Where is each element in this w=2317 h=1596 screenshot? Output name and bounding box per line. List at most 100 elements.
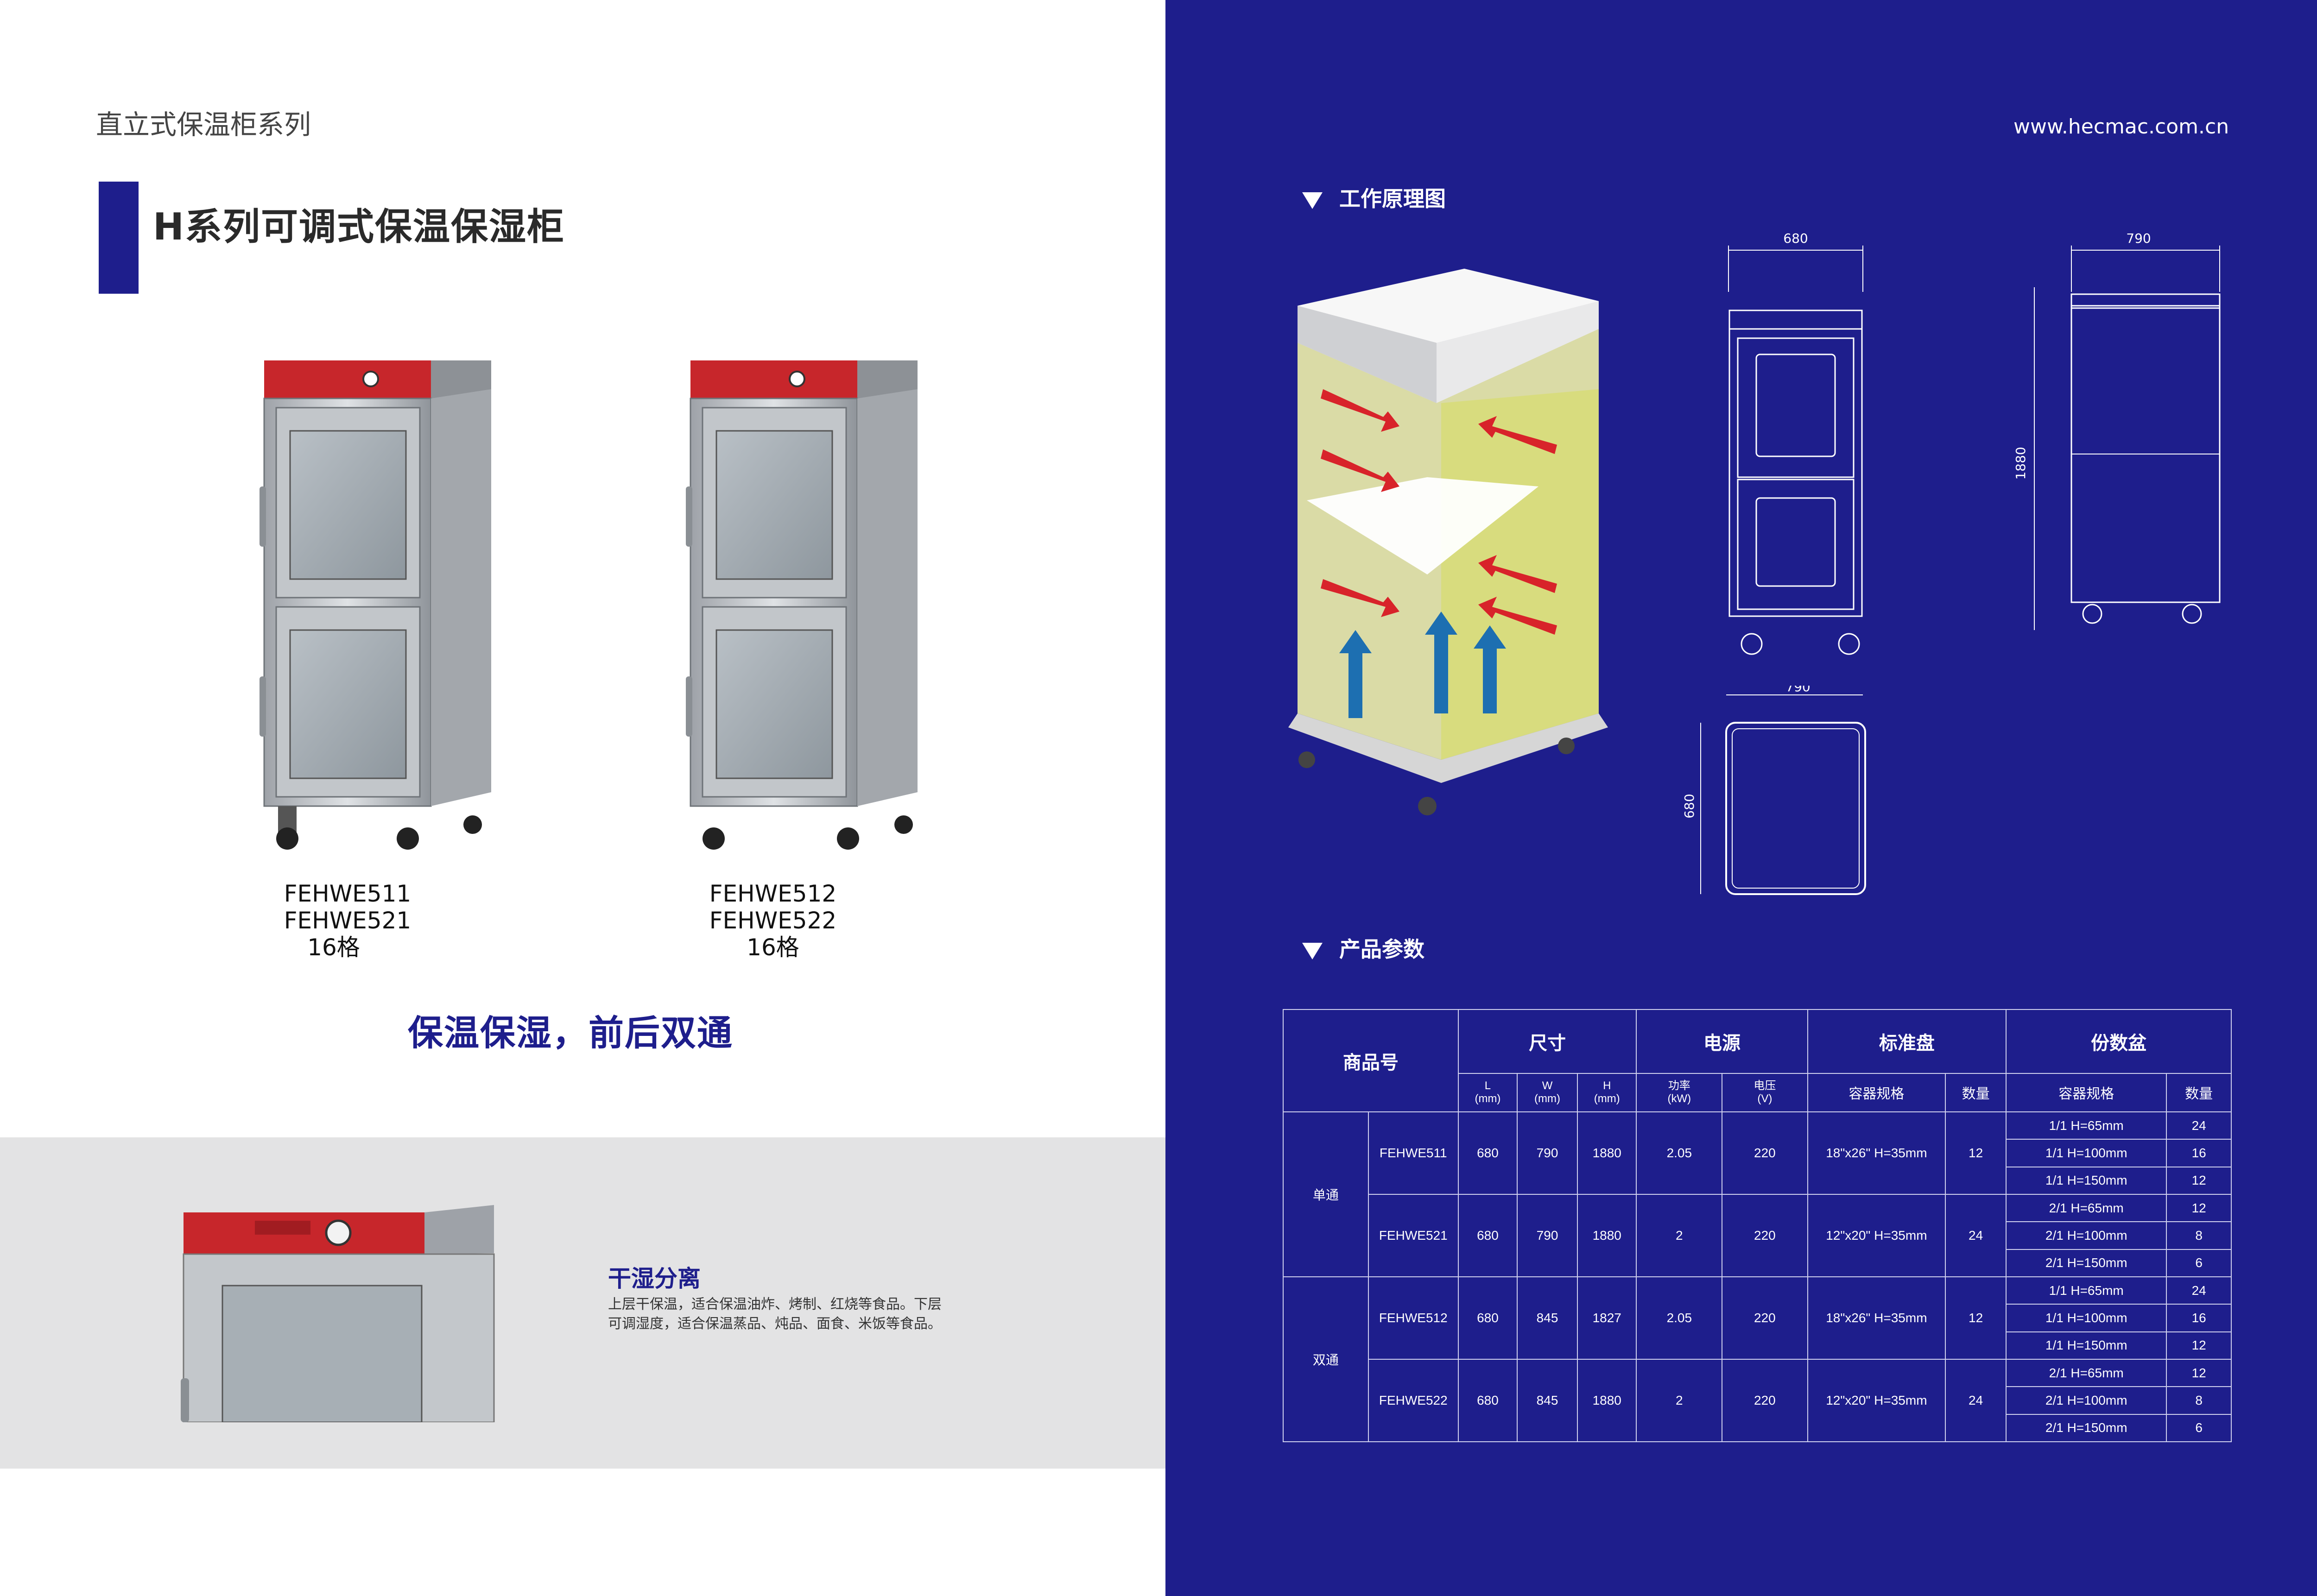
table-row: FEHWE521 680 790 1880 2 220 12"x20" H=35…	[1283, 1194, 2232, 1278]
dim-top-depth: 680	[1682, 794, 1697, 818]
cell-portion-spec: 2/1 H=100mm	[2006, 1386, 2167, 1415]
cell-L: 680	[1457, 1358, 1518, 1443]
col-unit: (mm)	[1594, 1092, 1620, 1105]
group-single: 单通	[1283, 1111, 1369, 1278]
cell-portion-qty: 6	[2166, 1413, 2232, 1443]
cell-L: 680	[1457, 1276, 1518, 1360]
cell-portion-spec: 1/1 H=100mm	[2006, 1139, 2167, 1167]
table-row: 单通 FEHWE511 680 790 1880 2.05 220 18"x26…	[1283, 1111, 2232, 1278]
series-heading: 直立式保温柜系列	[96, 109, 311, 140]
product-model-1: FEHWE511 FEHWE521 16格	[278, 880, 417, 961]
col-label: H	[1603, 1079, 1611, 1092]
cell-H: 1880	[1577, 1194, 1637, 1278]
cell-portion-qty: 24	[2166, 1111, 2232, 1140]
cell-L: 680	[1457, 1194, 1518, 1278]
cell-H: 1880	[1577, 1358, 1637, 1443]
table-row: 2/1 H=150mm 6	[1283, 1249, 2232, 1278]
cell-portion-qty: 12	[2166, 1166, 2232, 1195]
section-working-principle: 工作原理图	[1302, 182, 1446, 213]
model-code: FEHWE511	[284, 880, 411, 907]
cell-portion-spec: 2/1 H=100mm	[2006, 1221, 2167, 1250]
header-W: W(mm)	[1517, 1072, 1578, 1113]
col-label: W	[1542, 1079, 1553, 1092]
dim-front-width: 680	[1783, 232, 1808, 246]
header-standard-pan: 标准盘	[1807, 1009, 2007, 1074]
cell-H: 1880	[1577, 1111, 1637, 1195]
cell-kw: 2.05	[1636, 1111, 1723, 1195]
cell-W: 845	[1517, 1358, 1578, 1443]
cell-W: 790	[1517, 1194, 1578, 1278]
page-title: H系列可调式保温保湿柜	[153, 205, 565, 248]
triangle-icon	[1302, 192, 1323, 209]
title-accent-bar	[99, 182, 139, 294]
model-code: FEHWE522	[709, 907, 837, 934]
cell-portion-spec: 1/1 H=100mm	[2006, 1304, 2167, 1332]
cell-pan: 12"x20" H=35mm	[1807, 1358, 1946, 1443]
cell-portion-qty: 24	[2166, 1276, 2232, 1305]
feature-title: 干湿分离	[608, 1265, 701, 1292]
dim-side-width: 790	[2126, 232, 2151, 246]
table-row: 1/1 H=100mm 16	[1283, 1304, 2232, 1332]
slogan: 保温保湿，前后双通	[408, 1012, 733, 1053]
cell-model: FEHWE521	[1367, 1194, 1459, 1278]
cabinet-image-1	[260, 360, 491, 850]
section-title: 产品参数	[1339, 937, 1424, 962]
cell-model: FEHWE511	[1367, 1111, 1459, 1195]
triangle-icon	[1302, 942, 1323, 959]
spec-table: 商品号 尺寸 电源 标准盘 份数盆 L(mm) W(mm) H(mm) 功率(k…	[1283, 1009, 2232, 1443]
group-double: 双通	[1283, 1276, 1369, 1442]
header-pan-spec: 容器规格	[1807, 1072, 1946, 1113]
front-view-drawing: 680	[1728, 232, 1863, 655]
header-model: 商品号	[1283, 1009, 1459, 1113]
cell-portion-qty: 16	[2166, 1139, 2232, 1167]
cell-portion-spec: 1/1 H=150mm	[2006, 1166, 2167, 1195]
cell-portion-qty: 12	[2166, 1331, 2232, 1360]
cell-portion-spec: 1/1 H=65mm	[2006, 1276, 2167, 1305]
cell-pan-qty: 12	[1945, 1276, 2007, 1360]
cell-portion-qty: 8	[2166, 1386, 2232, 1415]
cell-pan: 18"x26" H=35mm	[1807, 1111, 1946, 1195]
cell-portion-spec: 2/1 H=150mm	[2006, 1413, 2167, 1443]
cabinet-detail-image	[181, 1205, 495, 1422]
cell-model: FEHWE512	[1367, 1276, 1459, 1360]
header-power: 电源	[1636, 1009, 1808, 1074]
product-model-2: FEHWE512 FEHWE522 16格	[703, 880, 842, 961]
cell-portion-qty: 12	[2166, 1194, 2232, 1223]
cell-v: 220	[1722, 1194, 1808, 1278]
col-unit: (V)	[1757, 1092, 1773, 1105]
header-portion-spec: 容器规格	[2006, 1072, 2167, 1113]
cell-model: FEHWE522	[1367, 1358, 1459, 1443]
header-H: H(mm)	[1577, 1072, 1637, 1113]
model-code: FEHWE521	[284, 907, 411, 934]
table-row: 1/1 H=150mm 12	[1283, 1166, 2232, 1195]
website-url[interactable]: www.hecmac.com.cn	[2013, 115, 2229, 139]
cell-v: 220	[1722, 1358, 1808, 1443]
dim-top-width: 790	[1785, 686, 1810, 694]
table-row: 1/1 H=150mm 12	[1283, 1331, 2232, 1360]
header-L: L(mm)	[1457, 1072, 1518, 1113]
feature-band	[0, 1137, 1165, 1469]
cell-kw: 2	[1636, 1194, 1723, 1278]
cell-W: 790	[1517, 1111, 1578, 1195]
section-title: 工作原理图	[1339, 186, 1446, 211]
table-row: 2/1 H=100mm 8	[1283, 1386, 2232, 1415]
top-view-drawing: 790 680	[1682, 686, 1866, 895]
section-product-params: 产品参数	[1302, 933, 1424, 963]
dim-height: 1880	[2013, 447, 2028, 479]
table-row: 2/1 H=100mm 8	[1283, 1221, 2232, 1250]
cell-v: 220	[1722, 1111, 1808, 1195]
cell-pan-qty: 24	[1945, 1194, 2007, 1278]
cell-portion-qty: 16	[2166, 1304, 2232, 1332]
header-portion-qty: 数量	[2166, 1072, 2232, 1113]
side-view-drawing: 790 1880	[2013, 232, 2221, 630]
header-portion-pan: 份数盆	[2006, 1009, 2232, 1074]
table-row: 2/1 H=150mm 6	[1283, 1413, 2232, 1443]
cell-portion-qty: 8	[2166, 1221, 2232, 1250]
col-label: L	[1484, 1079, 1491, 1092]
model-capacity: 16格	[307, 934, 360, 961]
header-size: 尺寸	[1457, 1009, 1637, 1074]
cell-portion-spec: 1/1 H=65mm	[2006, 1111, 2167, 1140]
col-unit: (mm)	[1475, 1092, 1501, 1105]
cell-pan: 18"x26" H=35mm	[1807, 1276, 1946, 1360]
cell-pan-qty: 24	[1945, 1358, 2007, 1443]
